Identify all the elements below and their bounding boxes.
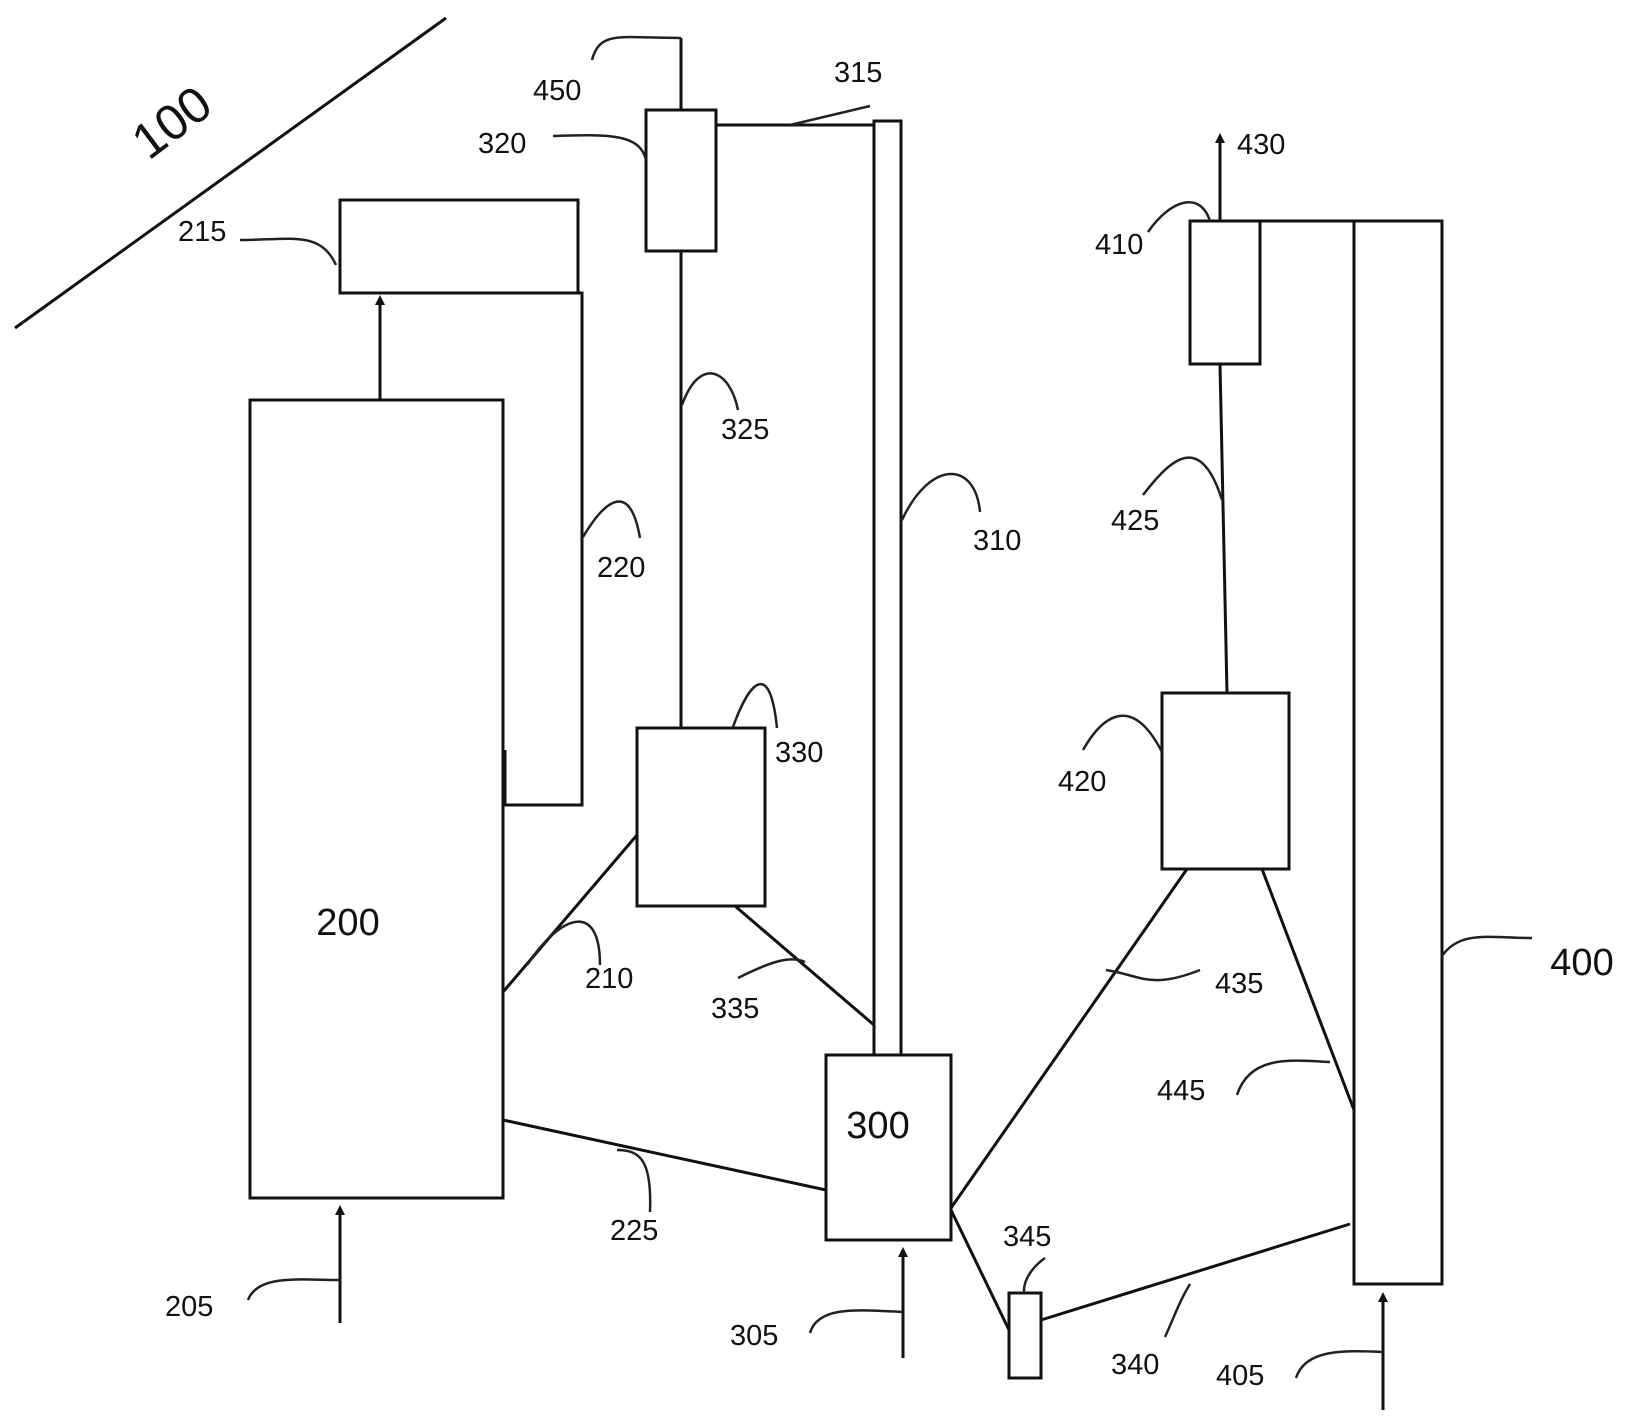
stream-210 [501, 834, 639, 993]
leader-320 [552, 134, 648, 161]
leader-315 [789, 104, 871, 127]
ref-345: 345 [1003, 1221, 1051, 1253]
leader-340 [1163, 1283, 1192, 1338]
ref-330: 330 [775, 737, 823, 769]
stream-300-to-345 [949, 1209, 1011, 1331]
ref-420: 420 [1058, 766, 1106, 798]
unit-300-box [824, 1053, 953, 1242]
leader-425 [1142, 456, 1224, 501]
unit-400-box [1352, 219, 1444, 1286]
unit-400-label: 400 [1550, 942, 1613, 984]
riser-310 [872, 119, 903, 1057]
stream-220 [503, 291, 584, 807]
leader-400 [1440, 935, 1533, 957]
unit-300-label: 300 [846, 1105, 909, 1147]
unit-200-label: 200 [316, 902, 379, 944]
ref-320: 320 [478, 128, 526, 160]
stream-425 [1218, 363, 1229, 694]
ref-215: 215 [178, 216, 226, 248]
leader-205 [246, 1278, 341, 1301]
ref-340: 340 [1111, 1349, 1159, 1381]
ref-435: 435 [1215, 968, 1263, 1000]
unit-215-box [338, 198, 580, 295]
leader-450 [590, 35, 682, 61]
ref-450: 450 [533, 75, 581, 107]
unit-200-box [248, 398, 505, 1200]
unit-420-box [1160, 691, 1291, 871]
ref-305: 305 [730, 1320, 778, 1352]
figure-number: 100 [122, 75, 222, 170]
leader-325 [680, 372, 740, 411]
unit-320-box [644, 108, 718, 253]
leader-410 [1146, 201, 1212, 233]
ref-220: 220 [597, 552, 645, 584]
ref-445: 445 [1157, 1075, 1205, 1107]
ref-210: 210 [585, 963, 633, 995]
figure-diagonal-line [14, 16, 447, 330]
leader-225 [616, 1148, 652, 1213]
leader-345 [1022, 1256, 1046, 1294]
leader-445 [1235, 1059, 1331, 1096]
ref-310: 310 [973, 525, 1021, 557]
stream-445 [1260, 868, 1356, 1111]
stream-435 [949, 868, 1189, 1209]
leader-405 [1294, 1350, 1384, 1379]
leader-305 [808, 1309, 904, 1334]
unit-330-box [635, 726, 767, 908]
ref-410: 410 [1095, 229, 1143, 261]
leader-330 [731, 682, 779, 729]
stream-335 [734, 904, 875, 1027]
ref-225: 225 [610, 1215, 658, 1247]
leader-310 [900, 472, 982, 521]
stream-340 [1040, 1222, 1351, 1322]
ref-430: 430 [1237, 129, 1285, 161]
leader-220 [581, 500, 642, 539]
ref-335: 335 [711, 993, 759, 1025]
unit-410-box [1188, 219, 1262, 366]
leader-210 [525, 920, 602, 966]
ref-205: 205 [165, 1291, 213, 1323]
ref-405: 405 [1216, 1360, 1264, 1392]
ref-315: 315 [834, 57, 882, 89]
stream-225 [502, 1118, 827, 1192]
leader-435 [1105, 968, 1201, 982]
ref-425: 425 [1111, 505, 1159, 537]
leader-335 [737, 958, 806, 980]
leader-215 [239, 237, 338, 266]
ref-325: 325 [721, 414, 769, 446]
unit-345-box [1007, 1291, 1043, 1380]
leader-420 [1081, 714, 1164, 753]
